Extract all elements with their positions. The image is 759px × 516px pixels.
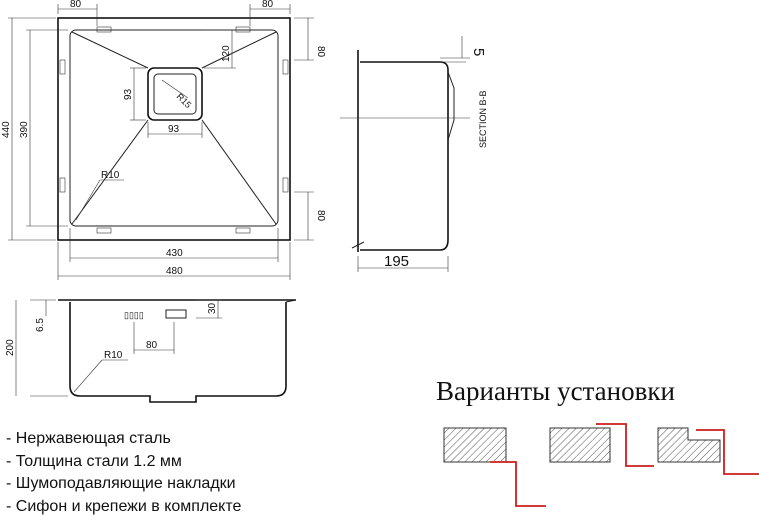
clip-left-bottom [59,177,66,193]
sink-profile-flush [596,423,654,467]
spec-item: - Толщина стали 1.2 мм [6,453,182,470]
top-view-outer-rim [57,17,291,241]
countertop-block [549,427,611,463]
install-variant-undermount [443,427,546,507]
drain-radius-label: R15 [175,91,194,110]
dim-inner-height: 390 [19,121,30,138]
clip-right-bottom [282,177,289,193]
mounting-clips [59,26,289,234]
front-dim-depth: 200 [5,339,16,356]
install-heading: Варианты установки [436,376,675,406]
install-variant-flush [549,423,654,467]
dim-right-top: 80 [315,46,326,58]
section-flange [351,241,365,249]
spec-item: - Шумоподавляющие накладки [6,475,236,492]
clip-bottom-right [235,227,251,234]
dim-drain-height: 93 [123,88,134,100]
dim-drain-width: 93 [168,124,180,135]
countertop-block [443,427,507,463]
clip-top-right [235,26,251,33]
front-radius-leader [73,359,103,393]
spec-item: - Нержавеющая сталь [6,430,171,447]
front-bowl [69,302,287,403]
slope-line-tl [71,31,149,69]
front-view: ▯▯▯▯ 200 6.5 30 80 R10 [5,299,297,403]
slope-line-tr [201,31,277,69]
front-radius-label: R10 [104,350,123,361]
dim-top-left: 80 [70,0,82,10]
front-flange [285,299,297,303]
corner-radius-label: R10 [101,170,120,181]
sink-profile-undermount [490,461,546,507]
front-dim-flange: 6.5 [35,318,46,332]
dim-inner-width: 430 [166,248,183,259]
drain-outline [147,67,203,121]
corner-radius-leader [75,179,101,221]
section-bowl [360,61,449,251]
clip-left-top [59,59,66,75]
countertop-block [657,427,721,463]
front-dim-offset: 80 [146,340,158,351]
top-view: R15 80 80 80 80 [1,0,326,280]
overflow-holes: ▯▯▯▯ [124,310,144,320]
front-dim-overflow: 30 [207,302,218,314]
dim-outer-width: 480 [166,266,183,277]
section-overflow [447,71,455,141]
clip-top-left [96,26,112,33]
overflow-drain [165,309,187,319]
slope-line-br [201,119,277,225]
depth-label: 195 [384,253,409,270]
spec-list: - Нержавеющая сталь - Толщина стали 1.2 … [6,430,242,515]
dim-top-right: 80 [262,0,274,10]
angle-label: 5 [470,48,487,56]
dim-outer-height: 440 [1,121,12,138]
clip-bottom-left [96,227,112,234]
sink-profile-inset [696,429,759,475]
section-label: SECTION B-B [478,90,488,148]
clip-right-top [282,59,289,75]
install-variant-inset [657,427,759,475]
drain-radius-leader [161,79,189,99]
drain-inner [153,73,197,115]
section-view: 5 SECTION B-B 195 [340,36,488,272]
spec-item: - Сифон и крепежи в комплекте [6,498,242,515]
dim-right-bottom: 80 [315,210,326,222]
top-view-bowl [69,29,279,227]
slope-line-bl [71,119,149,225]
dim-drain-offset: 120 [221,45,232,62]
